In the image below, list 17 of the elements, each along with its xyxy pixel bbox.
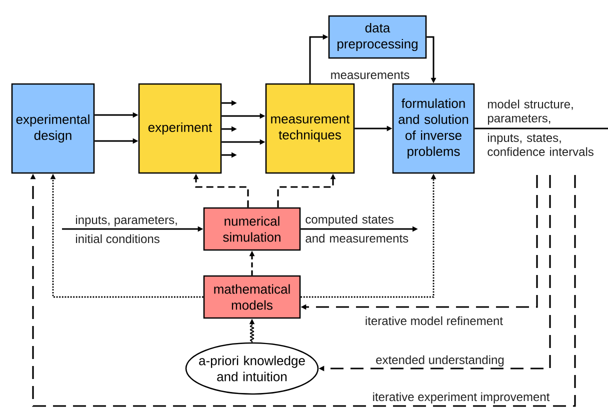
process-box: experimental design: [11, 83, 95, 174]
edge-label: inputs, parameters,: [76, 215, 177, 226]
edge-label: extended understanding: [376, 355, 504, 366]
annotation: measurements: [331, 71, 410, 80]
edge-label: iterative experiment improvement: [373, 392, 550, 404]
process-box: experiment: [138, 83, 222, 174]
edge-label: computed states and measurements: [306, 214, 408, 243]
connector-line: [474, 128, 608, 130]
annotation: inputs, states, confidence intervals: [488, 133, 594, 156]
annotation: initial conditions: [76, 234, 160, 244]
process-box: measurement techniques: [265, 83, 355, 174]
process-box: formulation and solution of inverse problems: [392, 83, 475, 174]
edge-label: iterative model refinement: [366, 316, 503, 326]
process-box: data preprocessing: [328, 15, 427, 59]
process-box: mathematical models: [203, 275, 301, 319]
ellipse-node: a-priori knowledge and intuition: [185, 342, 319, 395]
process-box: numerical simulation: [203, 207, 301, 251]
